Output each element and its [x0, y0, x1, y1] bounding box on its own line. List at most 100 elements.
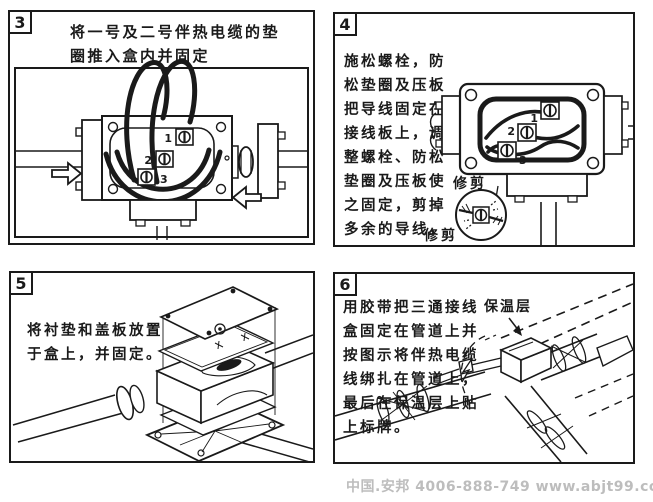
terminal-3: [497, 141, 517, 160]
bolt-hole: [215, 121, 227, 133]
terminal-1-label: 1: [530, 112, 538, 125]
trim-detail: [458, 200, 504, 230]
body-dome-line: [216, 390, 268, 406]
panel-step-5: 5 将衬垫和盖板放置 于盒上，并固定。: [9, 271, 315, 463]
cable-wrap-left: [376, 383, 430, 425]
bolt-hole: [268, 421, 276, 429]
terminal-1: [175, 128, 194, 146]
cover-plate: [158, 286, 280, 340]
terminal-2: [155, 150, 174, 168]
cutaway-dashed-arc: [460, 335, 486, 405]
terminal-1-label: 1: [164, 132, 172, 145]
flange-tab: [621, 139, 629, 148]
instruction-line: 将一号及二号伴热电缆的垫: [70, 23, 281, 41]
panel-step-6: 6 用胶带把三通接线 盒固定在管道上并 按图示将伴热电缆 线绑扎在管道上， 最后…: [333, 272, 635, 464]
instruction-line: 垫圈及压板使: [344, 174, 446, 190]
bolt-hole: [107, 121, 119, 133]
insulation-dashed-edge: [574, 373, 633, 417]
step-number: 5: [15, 273, 27, 293]
right-flange: [603, 95, 623, 155]
dash-tick: [484, 334, 497, 341]
step-number: 4: [339, 14, 351, 34]
bottom-stub: [506, 173, 588, 197]
bolt-hole: [586, 156, 600, 170]
flange-tab: [75, 181, 83, 191]
instruction-line: 把导线固定在: [344, 102, 446, 118]
box-top-face: [499, 337, 553, 361]
panel-3-instructions: 将一号及二号伴热电缆的垫 圈推入盒内并固定: [70, 20, 280, 68]
stub-foot: [567, 195, 578, 203]
plate-tab: [277, 181, 286, 190]
bottom-stub: [129, 199, 197, 221]
trim-label-top: 修剪: [453, 176, 487, 192]
instruction-line: 施松螺栓，防: [344, 54, 446, 70]
panel-5-instructions: 将衬垫和盖板放置 于盒上，并固定。: [27, 319, 163, 367]
cover-screw: [214, 323, 226, 335]
instruction-line: 圈推入盒内并固定: [70, 47, 211, 65]
left-flange: [441, 95, 461, 155]
cover-bolt: [230, 288, 236, 294]
flange-tab: [435, 139, 443, 148]
panel-6-instructions: 用胶带把三通接线 盒固定在管道上并 按图示将伴热电缆 线绑扎在管道上， 最后在保…: [343, 296, 479, 440]
terminal-3-label: 3: [519, 154, 527, 167]
terminal-2: [517, 123, 537, 142]
label-sleeve: [596, 335, 633, 368]
bolt-hole: [464, 88, 478, 102]
left-flange: [81, 119, 103, 201]
bolt-hole: [197, 449, 205, 457]
panel-step-4: 4 施松螺栓，防 松垫圈及压板 把导线固定在 接线板上，调 整螺栓、防松 垫圈及…: [333, 12, 635, 247]
instruction-line: 按图示将伴热电缆: [343, 348, 479, 364]
step-number: 3: [14, 12, 26, 32]
gasket-marks: [214, 332, 250, 350]
cover-bolt: [206, 330, 212, 336]
terminal-3-label: 3: [160, 173, 168, 186]
instruction-line: 多余的导线。: [344, 222, 446, 238]
bolt-hole: [154, 431, 162, 439]
bolt-hole: [224, 155, 230, 161]
instruction-line: 于盒上，并固定。: [27, 347, 163, 363]
stub-foot: [180, 219, 191, 227]
instruction-line: 用胶带把三通接线: [343, 300, 479, 316]
gland-lines: [240, 150, 252, 174]
insulation-layer-label: 保温层: [484, 299, 532, 315]
pipe-left-run: [335, 371, 492, 441]
instruction-line: 松垫圈及压板: [344, 78, 446, 94]
arrow-right-icon: [51, 161, 83, 186]
cover-screw-center: [218, 327, 222, 331]
connector-bracket: [232, 145, 239, 179]
panel-4-instructions: 施松螺栓，防 松垫圈及压板 把导线固定在 接线板上，调 整螺栓、防松 垫圈及压板…: [344, 50, 446, 242]
stub-cable: [156, 226, 168, 240]
cable-tail: [432, 368, 462, 385]
cold-lead-cable: [466, 357, 502, 375]
junction-box-front-diagram: 1 2 3: [14, 58, 309, 240]
instruction-line: 盒固定在管道上并: [343, 324, 479, 340]
pipe-lines: [628, 125, 633, 140]
cable-blob: [216, 359, 242, 371]
cover-bolt: [165, 313, 171, 319]
plate-tab: [277, 131, 286, 140]
instruction-line: 整螺栓、防松: [344, 150, 446, 166]
terminal-3: [137, 168, 156, 186]
box-top-line: [508, 341, 534, 352]
cable-wrap-right: [550, 336, 587, 372]
flange-tab: [621, 101, 629, 110]
bolt-hole: [464, 156, 478, 170]
stub-foot: [514, 195, 525, 203]
gland-connector: [238, 146, 254, 178]
panel-step-3: 3 将一号及二号伴热电缆的垫 圈推入盒内并固定: [8, 10, 315, 245]
step-number-badge: 3: [8, 10, 32, 34]
pipe-collar-inner: [129, 384, 145, 414]
bolt-hole: [586, 88, 600, 102]
pipe-tee-installation-diagram: [335, 283, 633, 462]
right-plate: [257, 123, 279, 199]
bolt-hole: [215, 183, 227, 195]
watermark-footer: 中国.安邦 4006-888-749 www.abjt99.com: [346, 479, 653, 495]
junction-box-wiring-diagram: 1 2 3: [429, 82, 633, 245]
instruction-line: 之固定，剪掉: [344, 198, 446, 214]
terminal-2-label: 2: [144, 154, 152, 167]
step-number-badge: 6: [333, 272, 357, 296]
flange-tab: [75, 127, 83, 137]
terminal-1: [540, 101, 560, 120]
exploded-box-diagram: [12, 286, 313, 461]
arrow-left-icon: [231, 185, 262, 210]
